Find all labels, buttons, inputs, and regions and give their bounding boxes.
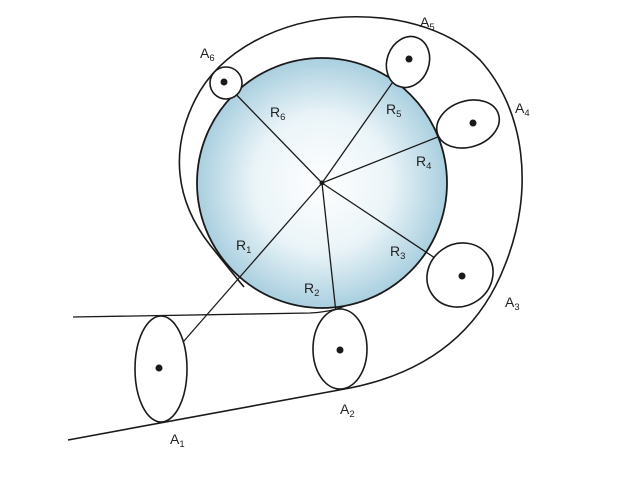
pulley-A5-dot xyxy=(405,55,413,63)
pulley-A2-dot xyxy=(336,346,344,354)
pulley-A1-dot xyxy=(155,364,163,372)
label-R4: R4 xyxy=(416,153,431,172)
label-A2: A2 xyxy=(340,401,355,420)
label-A1: A1 xyxy=(170,431,185,450)
label-A3: A3 xyxy=(505,294,520,313)
label-R2: R2 xyxy=(304,280,319,299)
center-dot xyxy=(319,180,325,186)
pulley-A6-dot xyxy=(220,78,228,86)
label-A4: A4 xyxy=(515,100,530,119)
pulley-A4 xyxy=(435,99,501,149)
label-R6: R6 xyxy=(270,104,285,123)
radius-R6-line xyxy=(223,81,323,184)
label-R3: R3 xyxy=(390,243,405,262)
pulley-A4-dot xyxy=(469,119,477,127)
label-R5: R5 xyxy=(386,101,401,120)
outer-track xyxy=(67,15,523,441)
pulley-A3-dot xyxy=(458,272,466,280)
label-R1: R1 xyxy=(236,237,251,256)
label-A5: A5 xyxy=(420,14,435,33)
label-A6: A6 xyxy=(200,45,215,64)
radius-R1-line xyxy=(162,182,323,366)
